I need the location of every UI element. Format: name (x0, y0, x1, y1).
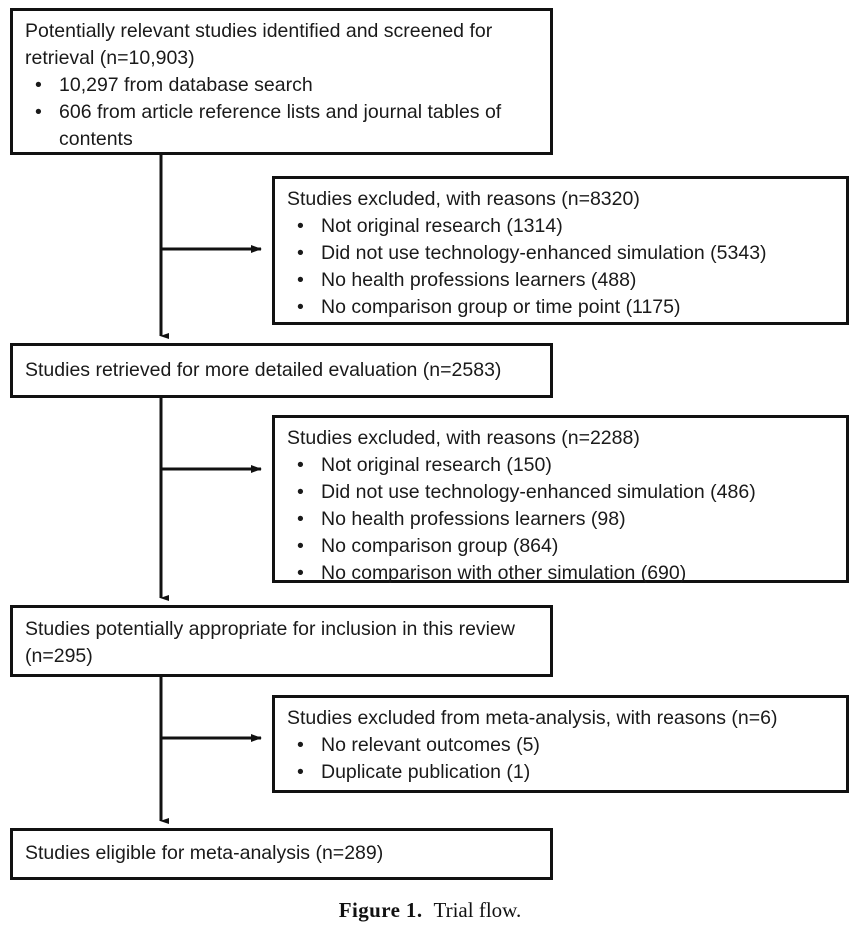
list-item: • 10,297 from database search (25, 72, 540, 99)
list-item-label: Did not use technology-enhanced simulati… (321, 481, 756, 503)
list-item-label: 10,297 from database search (59, 74, 313, 96)
list-item-label: 606 from article reference lists and jou… (59, 101, 502, 150)
node-identified-studies: Potentially relevant studies identified … (10, 8, 553, 155)
list-item: • Not original research (150) (287, 452, 836, 479)
node-retrieved-header: Studies retrieved for more detailed eval… (25, 359, 502, 381)
list-item-label: No relevant outcomes (5) (321, 734, 540, 756)
list-item: • Not original research (1314) (287, 213, 836, 240)
list-item-label: No health professions learners (488) (321, 269, 637, 291)
list-item: • No health professions learners (488) (287, 267, 836, 294)
bullet-icon: • (297, 269, 304, 291)
node-excluded-after-review: Studies excluded, with reasons (n=2288) … (272, 415, 849, 584)
bullet-icon: • (297, 562, 304, 584)
list-item: • Did not use technology-enhanced simula… (287, 479, 836, 506)
figure-caption-text: Trial flow. (433, 898, 522, 922)
list-item: • No health professions learners (98) (287, 506, 836, 533)
list-item-label: No comparison with other simulation (690… (321, 562, 687, 584)
node-appropriate-header: Studies potentially appropriate for incl… (25, 618, 521, 667)
node-excluded-2-header: Studies excluded, with reasons (n=2288) (287, 427, 640, 449)
bullet-icon: • (297, 734, 304, 756)
list-item: • No comparison with other simulation (6… (287, 560, 836, 587)
list-item: • Did not use technology-enhanced simula… (287, 240, 836, 267)
list-item: • No relevant outcomes (5) (287, 732, 836, 759)
list-item-label: No health professions learners (98) (321, 508, 626, 530)
list-item-label: No comparison group (864) (321, 535, 559, 557)
node-excluded-3-header: Studies excluded from meta-analysis, wit… (287, 707, 778, 729)
node-studies-retrieved: Studies retrieved for more detailed eval… (10, 343, 553, 398)
node-excluded-from-meta-analysis: Studies excluded from meta-analysis, wit… (272, 695, 849, 793)
figure-caption-label: Figure 1. (338, 898, 423, 922)
node-excluded-1-header: Studies excluded, with reasons (n=8320) (287, 188, 640, 210)
bullet-icon: • (297, 535, 304, 557)
list-item: • No comparison group or time point (117… (287, 294, 836, 321)
bullet-icon: • (297, 761, 304, 783)
bullet-icon: • (35, 74, 42, 96)
list-item-label: Not original research (150) (321, 454, 552, 476)
node-identified-list: • 10,297 from database search • 606 from… (25, 72, 540, 153)
bullet-icon: • (297, 242, 304, 264)
bullet-icon: • (297, 215, 304, 237)
node-excluded-1-list: • Not original research (1314) • Did not… (287, 213, 836, 321)
bullet-icon: • (297, 508, 304, 530)
list-item: • 606 from article reference lists and j… (25, 99, 540, 153)
list-item-label: No comparison group or time point (1175) (321, 296, 681, 318)
figure-caption: Figure 1. Trial flow. (0, 898, 860, 923)
list-item: • No comparison group (864) (287, 533, 836, 560)
list-item: • Duplicate publication (1) (287, 759, 836, 786)
node-identified-header: Potentially relevant studies identified … (25, 20, 498, 69)
node-excluded-2-list: • Not original research (150) • Did not … (287, 452, 836, 587)
bullet-icon: • (297, 481, 304, 503)
node-excluded-3-list: • No relevant outcomes (5) • Duplicate p… (287, 732, 836, 786)
list-item-label: Not original research (1314) (321, 215, 563, 237)
node-excluded-after-screening: Studies excluded, with reasons (n=8320) … (272, 176, 849, 325)
node-eligible-header: Studies eligible for meta-analysis (n=28… (25, 842, 384, 864)
node-studies-eligible: Studies eligible for meta-analysis (n=28… (10, 828, 553, 880)
list-item-label: Duplicate publication (1) (321, 761, 531, 783)
bullet-icon: • (297, 454, 304, 476)
bullet-icon: • (297, 296, 304, 318)
node-potentially-appropriate: Studies potentially appropriate for incl… (10, 605, 553, 677)
list-item-label: Did not use technology-enhanced simulati… (321, 242, 767, 264)
bullet-icon: • (35, 101, 42, 123)
